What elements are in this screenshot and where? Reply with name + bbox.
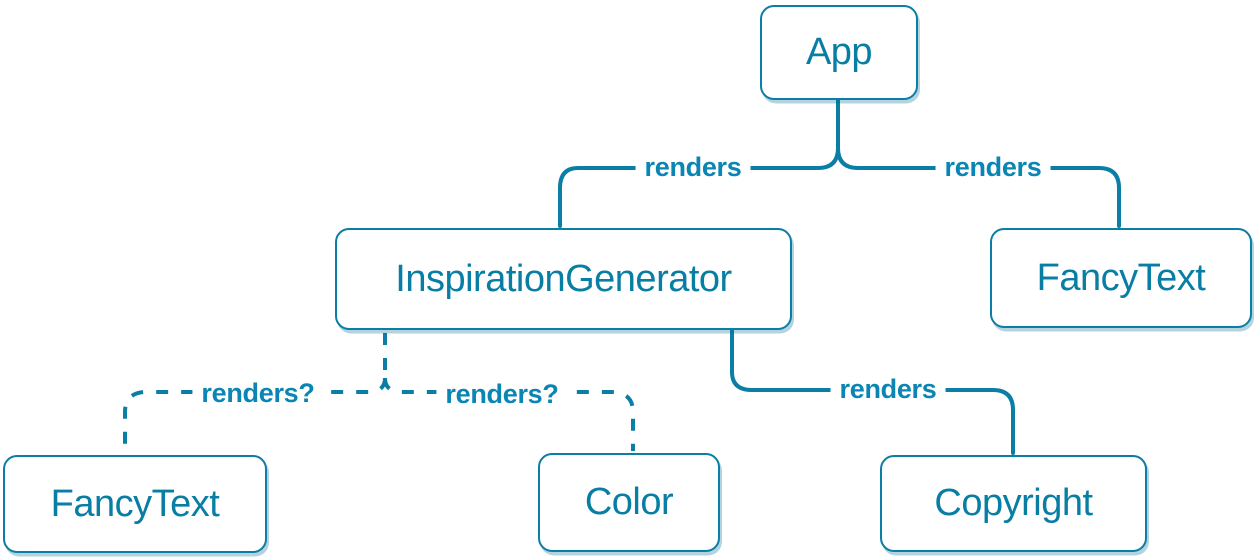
edge-label-inspirationgenerator-fancytext: renders? — [192, 378, 324, 409]
edge-label-inspirationgenerator-color: renders? — [436, 379, 568, 410]
edge-inspirationgenerator-to-fancytext-dashed — [123, 377, 387, 453]
node-color-label: Color — [584, 481, 674, 523]
node-copyright-label: Copyright — [934, 482, 1093, 524]
edge-inspirationgenerator-to-color-dashed — [383, 377, 635, 451]
edge-label-app-fancytext: renders — [935, 152, 1051, 183]
node-color: Color — [538, 453, 720, 552]
node-inspiration-generator-label: InspirationGenerator — [395, 257, 732, 300]
node-fancy-text-top-label: FancyText — [1036, 256, 1206, 299]
node-app-label: App — [805, 31, 873, 73]
node-fancy-text-top: FancyText — [990, 228, 1252, 328]
node-fancy-text-bottom-label: FancyText — [50, 482, 220, 525]
node-inspiration-generator: InspirationGenerator — [335, 228, 792, 330]
node-app: App — [760, 5, 918, 100]
node-copyright: Copyright — [880, 455, 1147, 552]
edge-label-app-inspirationgenerator: renders — [635, 152, 751, 183]
node-fancy-text-bottom: FancyText — [3, 455, 267, 553]
edge-label-inspirationgenerator-copyright: renders — [830, 374, 946, 405]
